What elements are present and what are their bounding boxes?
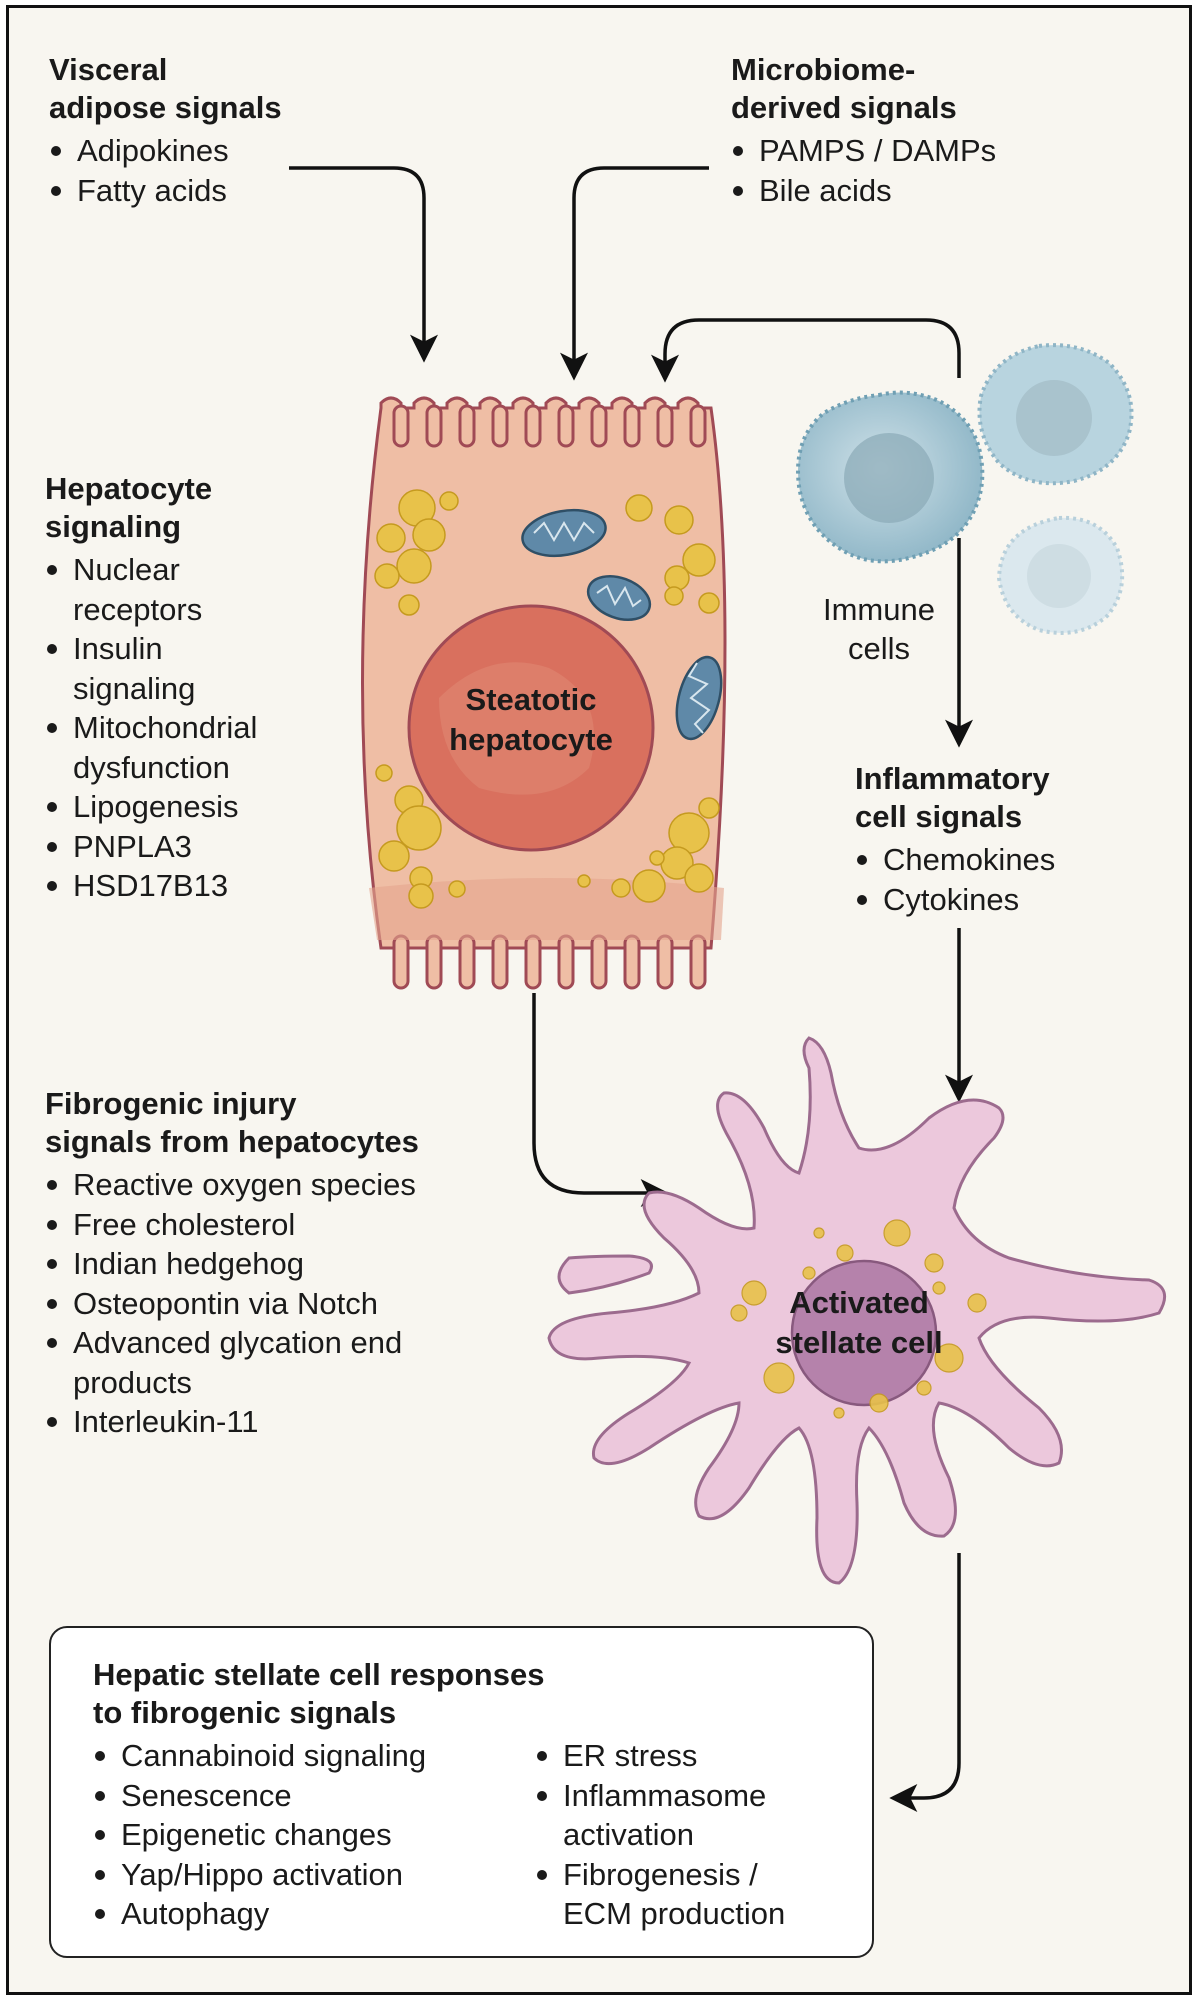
list-item: Cytokines xyxy=(855,880,1055,920)
stellate-nucleus xyxy=(790,1259,938,1407)
list-item: Lipogenesis xyxy=(45,787,257,827)
fibrogenic-heading: Fibrogenic injury signals from hepatocyt… xyxy=(45,1086,419,1159)
responses-heading: Hepatic stellate cell responses to fibro… xyxy=(93,1657,545,1730)
list-item: Free cholesterol xyxy=(45,1205,419,1245)
lipid-droplets xyxy=(374,489,720,909)
hepatocyte-label: Steatotic hepatocyte xyxy=(449,682,613,757)
inflammatory-heading: Inflammatory cell signals xyxy=(855,761,1050,834)
figure-frame: Visceral adipose signals Adipokines Fatt… xyxy=(6,5,1192,1995)
list-item: PAMPS / DAMPs xyxy=(731,131,996,171)
hepatocyte-cell-illustration xyxy=(361,396,727,990)
list-item: Yap/Hippo activation xyxy=(93,1855,426,1895)
hepatocyte-signaling-heading: Hepatocyte signaling xyxy=(45,471,213,544)
list-item: Reactive oxygen species xyxy=(45,1165,419,1205)
fibrogenic-list: Reactive oxygen species Free cholesterol… xyxy=(45,1165,419,1442)
list-item: Bile acids xyxy=(731,171,996,211)
list-item: Senescence xyxy=(93,1776,426,1816)
list-item: Fatty acids xyxy=(49,171,282,211)
list-item: Adipokines xyxy=(49,131,282,171)
arrow-hepatocyte-to-stellate xyxy=(532,993,669,1207)
microbiome-signals-block: Microbiome- derived signals PAMPS / DAMP… xyxy=(731,51,996,210)
stellate-cell-label: Activated stellate cell xyxy=(775,1285,943,1360)
list-item: Epigenetic changes xyxy=(93,1815,426,1855)
immune-cells-illustration xyxy=(796,343,1134,635)
list-item: Cannabinoid signaling xyxy=(93,1736,426,1776)
list-item: Chemokines xyxy=(855,840,1055,880)
visceral-adipose-signals-block: Visceral adipose signals Adipokines Fatt… xyxy=(49,51,282,210)
list-item: Interleukin-11 xyxy=(45,1402,419,1442)
list-item: Indian hedgehog xyxy=(45,1244,419,1284)
list-item: PNPLA3 xyxy=(45,827,257,867)
microbiome-list: PAMPS / DAMPs Bile acids xyxy=(731,131,996,210)
arrow-stellate-to-responses xyxy=(889,1553,961,1812)
list-item: Fibrogenesis /ECM production xyxy=(535,1855,785,1934)
microbiome-heading: Microbiome- derived signals xyxy=(731,52,957,125)
arrow-microbiome-to-hepatocyte xyxy=(560,166,709,381)
stellate-cell-illustration xyxy=(547,1036,1167,1585)
list-item: Autophagy xyxy=(93,1894,426,1934)
fibrogenic-signals-block: Fibrogenic injury signals from hepatocyt… xyxy=(45,1085,419,1442)
list-item: HSD17B13 xyxy=(45,866,257,906)
visceral-list: Adipokines Fatty acids xyxy=(49,131,282,210)
list-item: ER stress xyxy=(535,1736,785,1776)
diagram-canvas xyxy=(289,166,1167,1812)
arrow-visceral-to-hepatocyte xyxy=(289,166,438,363)
inflammatory-signals-block: Inflammatory cell signals Chemokines Cyt… xyxy=(855,760,1055,919)
immune-cells-label: Immune cells xyxy=(823,592,935,666)
inflammatory-list: Chemokines Cytokines xyxy=(855,840,1055,919)
stellate-responses-box: Hepatic stellate cell responses to fibro… xyxy=(49,1626,874,1958)
visceral-heading: Visceral adipose signals xyxy=(49,52,282,125)
responses-left-list: Cannabinoid signaling Senescence Epigene… xyxy=(93,1736,426,1934)
arrow-immune-to-hepatocyte xyxy=(651,318,961,383)
list-item: Osteopontin via Notch xyxy=(45,1284,419,1324)
